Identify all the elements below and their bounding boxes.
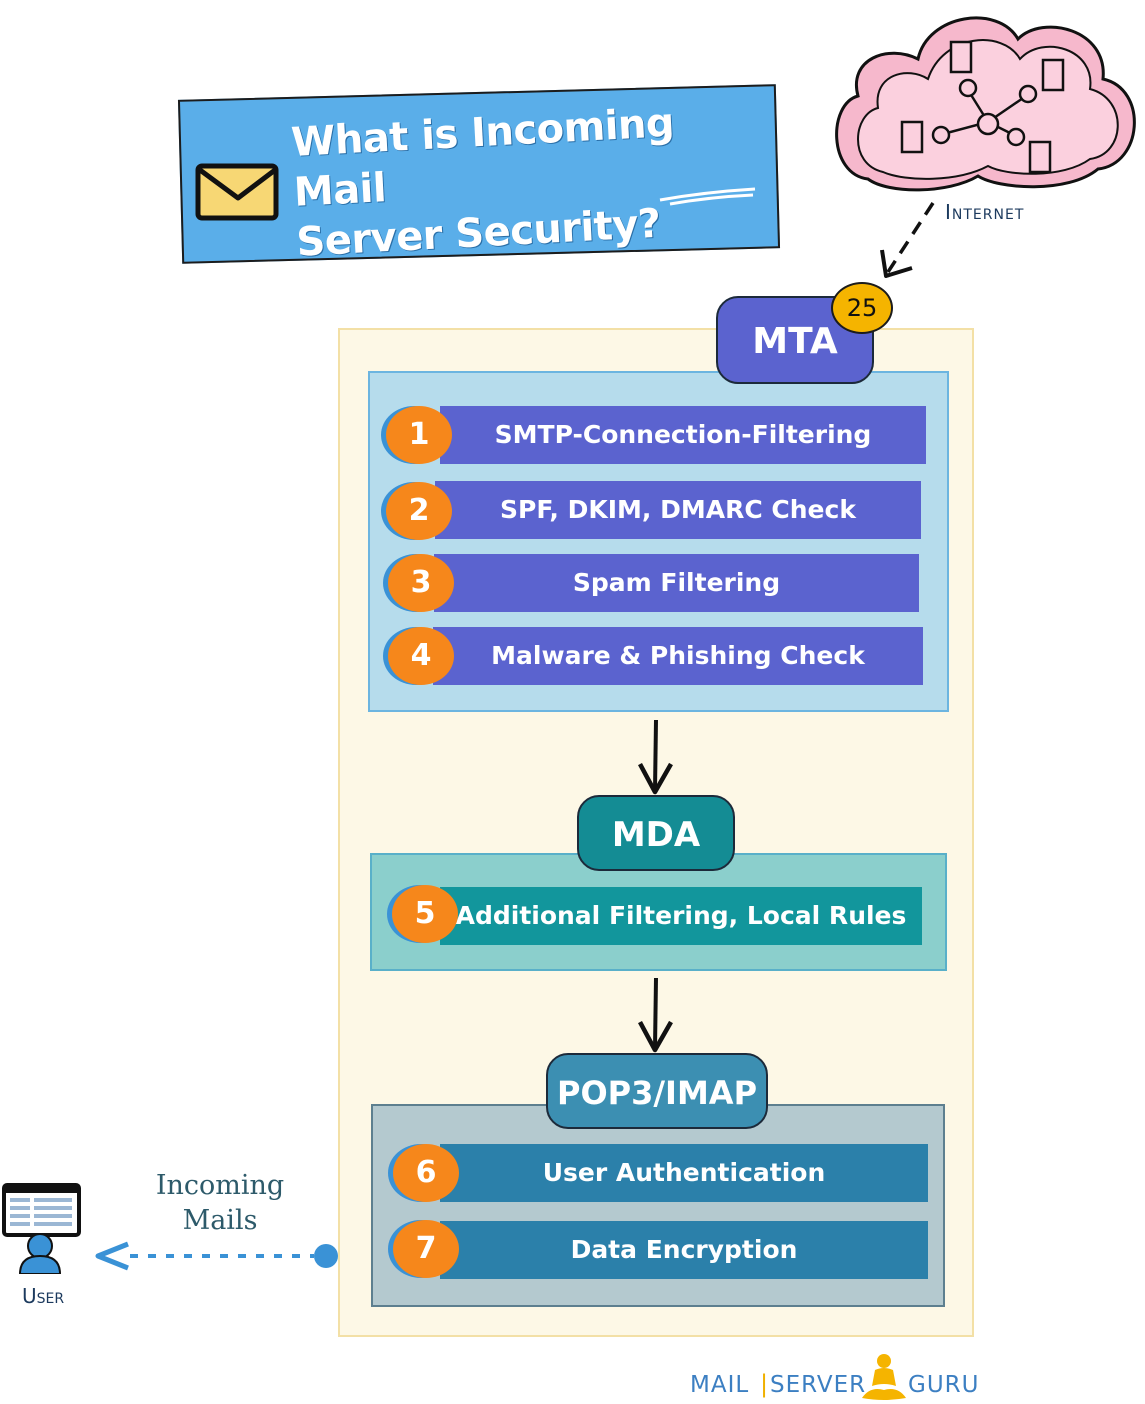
pop3-imap-header: POP3/IMAP <box>546 1053 768 1129</box>
step-number-1: 1 <box>386 406 452 464</box>
step-label: Additional Filtering, Local Rules <box>455 901 907 930</box>
step-bar-5: Additional Filtering, Local Rules <box>440 887 922 945</box>
envelope-icon <box>195 163 279 221</box>
step-bar-4: Malware & Phishing Check <box>433 627 923 685</box>
step-number-5: 5 <box>392 885 458 943</box>
arrow-down-icon <box>638 977 673 1053</box>
arrow-down-icon <box>638 719 673 795</box>
step-bar-3: Spam Filtering <box>434 554 919 612</box>
step-number-3: 3 <box>388 554 454 612</box>
step-label: Malware & Phishing Check <box>491 641 865 670</box>
brand-guru: GURU <box>908 1372 980 1398</box>
page-title: What is Incoming Mail Server Security? <box>290 93 777 268</box>
incoming-line-1: Incoming <box>155 1170 285 1201</box>
step-number-4: 4 <box>388 627 454 685</box>
step-bar-2: SPF, DKIM, DMARC Check <box>435 481 921 539</box>
title-underline <box>659 187 756 206</box>
step-label: SMTP-Connection-Filtering <box>494 420 872 449</box>
brand-server: SERVER <box>770 1372 867 1398</box>
step-bar-7: Data Encryption <box>440 1221 928 1279</box>
step-label: Data Encryption <box>570 1235 798 1264</box>
brand-separator: | <box>760 1370 769 1398</box>
user-label: User <box>22 1284 65 1308</box>
user-computer-icon <box>2 1183 81 1274</box>
internet-label: Internet <box>945 200 1025 224</box>
brand-logo: MAIL | SERVER GURU <box>690 1352 980 1402</box>
step-label: User Authentication <box>542 1158 826 1187</box>
step-number-2: 2 <box>386 482 452 540</box>
brand-mail: MAIL <box>690 1372 750 1398</box>
internet-arrow-icon <box>880 202 935 278</box>
step-number-6: 6 <box>393 1144 459 1202</box>
port-badge: 25 <box>831 282 893 334</box>
step-bar-1: SMTP-Connection-Filtering <box>440 406 926 464</box>
step-label: SPF, DKIM, DMARC Check <box>500 495 856 524</box>
internet-cloud-icon <box>835 16 1136 192</box>
step-number-7: 7 <box>393 1220 459 1278</box>
step-label: Spam Filtering <box>572 568 781 597</box>
incoming-arrow-icon <box>95 1241 338 1271</box>
mda-header: MDA <box>577 795 735 871</box>
step-bar-6: User Authentication <box>440 1144 928 1202</box>
meditating-guru-icon <box>862 1354 906 1400</box>
incoming-mails-label: Incoming Mails <box>140 1168 300 1238</box>
incoming-line-2: Mails <box>182 1205 258 1236</box>
